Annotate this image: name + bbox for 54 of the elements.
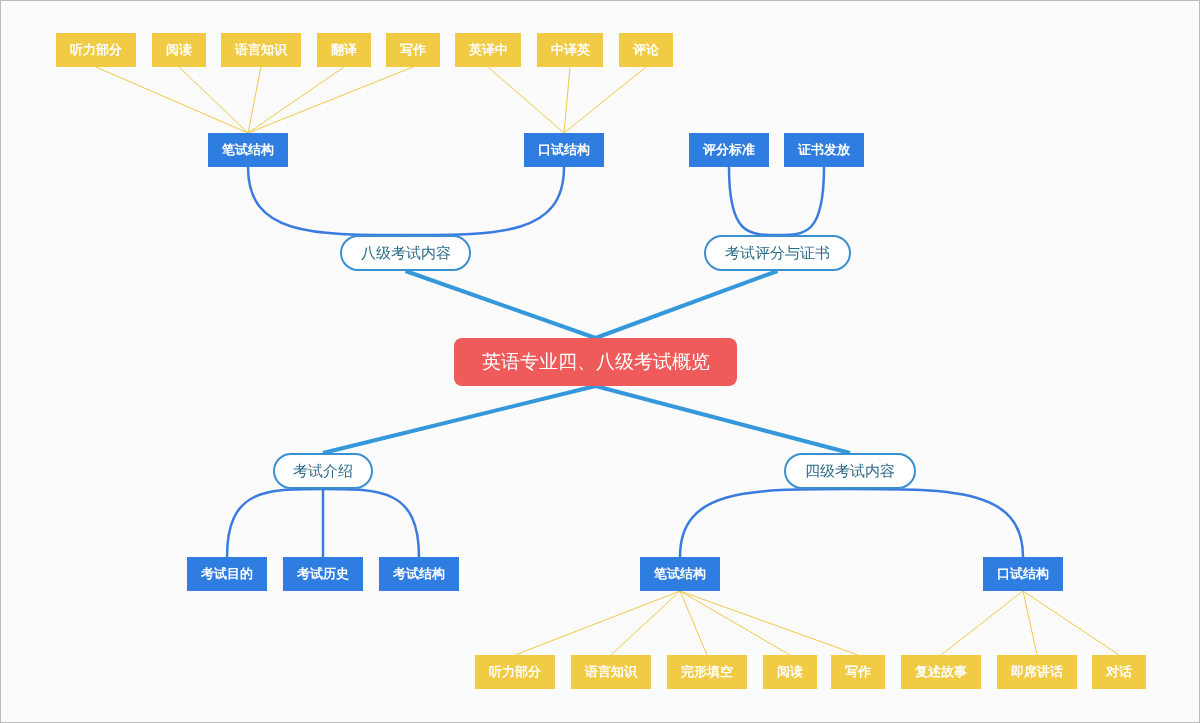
item-box: 即席讲话 — [997, 655, 1077, 689]
item-box: 写作 — [386, 33, 440, 67]
connector-line — [323, 487, 421, 558]
item-box: 写作 — [831, 655, 885, 689]
connector-line — [1022, 590, 1038, 656]
item-box: 翻译 — [317, 33, 371, 67]
item-box: 语言知识 — [221, 33, 301, 67]
subtopic-box: 考试结构 — [379, 557, 459, 591]
item-box: 听力部分 — [56, 33, 136, 67]
connector-line — [940, 590, 1024, 656]
connector-line — [514, 590, 681, 656]
connector-line — [487, 66, 565, 134]
central-topic-box: 英语专业四、八级考试概览 — [454, 338, 737, 386]
item-box: 阅读 — [763, 655, 817, 689]
connector-line — [610, 590, 681, 656]
item-box: 复述故事 — [901, 655, 981, 689]
subtopic-box: 笔试结构 — [640, 557, 720, 591]
connector-line — [178, 66, 249, 134]
subtopic-box: 口试结构 — [983, 557, 1063, 591]
connector-line — [777, 166, 826, 237]
item-box: 对话 — [1092, 655, 1146, 689]
subtopic-box: 考试历史 — [283, 557, 363, 591]
connector-line — [247, 66, 414, 134]
connector-line — [678, 487, 850, 558]
connector-line — [404, 269, 597, 340]
connector-line — [247, 66, 262, 134]
connector-line — [850, 487, 1025, 558]
item-box: 阅读 — [152, 33, 206, 67]
connector-line — [246, 166, 406, 237]
subtopic-box: 评分标准 — [689, 133, 769, 167]
item-box: 听力部分 — [475, 655, 555, 689]
connector-line — [594, 269, 779, 340]
item-box: 英译中 — [455, 33, 521, 67]
connector-line — [1022, 590, 1120, 656]
item-box: 中译英 — [537, 33, 603, 67]
item-box: 完形填空 — [667, 655, 747, 689]
connector-line — [405, 166, 566, 237]
item-box: 语言知识 — [571, 655, 651, 689]
connector-line — [225, 487, 323, 558]
connector-line — [322, 384, 596, 455]
subtopic-box: 证书发放 — [784, 133, 864, 167]
connector-line — [679, 590, 791, 656]
subtopic-box: 口试结构 — [524, 133, 604, 167]
connector-line — [321, 489, 325, 557]
connector-line — [563, 66, 647, 134]
connector-line — [563, 66, 571, 134]
connector-line — [95, 66, 249, 134]
subtopic-box: 笔试结构 — [208, 133, 288, 167]
connector-line — [247, 66, 345, 134]
connector-line — [727, 166, 778, 237]
connector-line — [595, 384, 851, 455]
connector-line — [679, 590, 708, 656]
item-box: 评论 — [619, 33, 673, 67]
subtopic-box: 考试目的 — [187, 557, 267, 591]
